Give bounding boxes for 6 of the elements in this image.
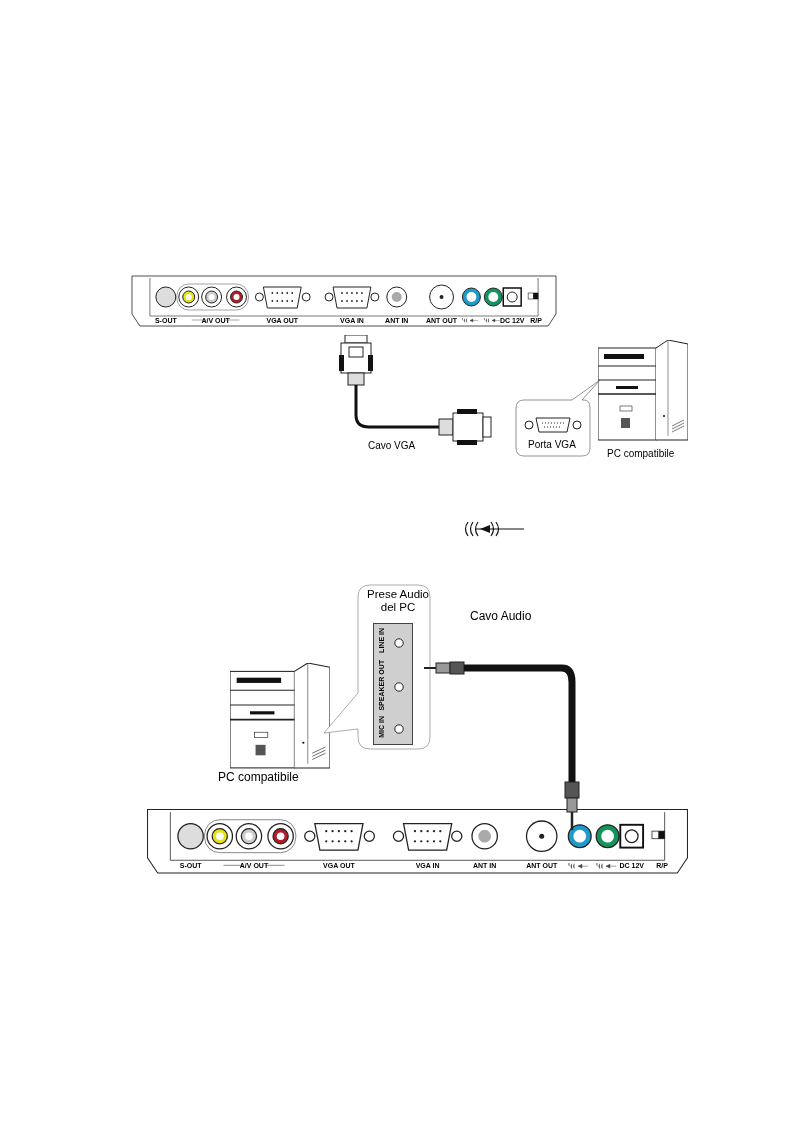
pc-label: PC compatibile	[607, 448, 675, 459]
pc-label: PC compatibile	[218, 771, 299, 785]
callout-heading: Prese Audio del PC	[366, 588, 430, 614]
cable-label: Cavo VGA	[368, 440, 416, 451]
cable-label: Cavo Audio	[470, 610, 532, 624]
port-caption: Porta VGA	[528, 439, 576, 450]
